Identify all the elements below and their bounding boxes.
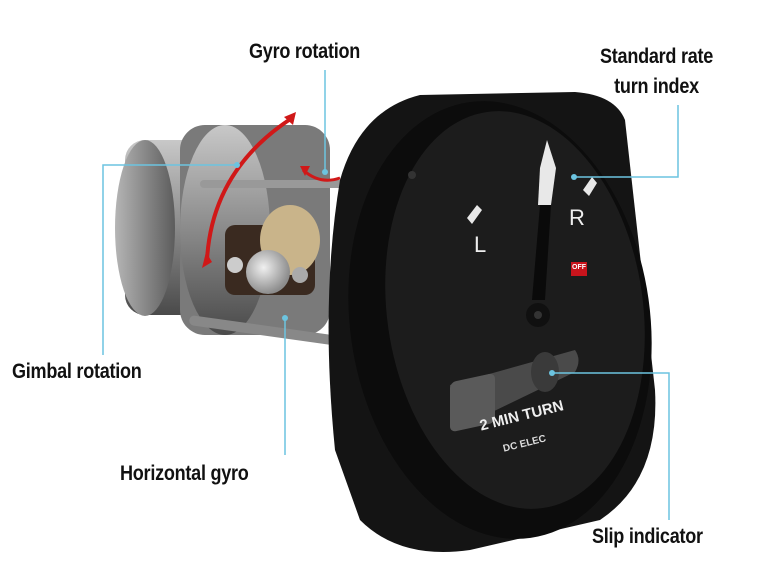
standard-rate-line2: turn index: [614, 75, 699, 98]
standard-rate-turn-index-label: Standard rate turn index: [600, 43, 713, 101]
slip-ball: [531, 352, 559, 392]
horizontal-gyro-rotor: [246, 250, 290, 294]
gimbal-rotation-label: Gimbal rotation: [12, 360, 142, 383]
gyro-rotation-arrow-icon: [300, 166, 341, 182]
turn-needle: [526, 205, 551, 327]
right-turn-mark: R: [569, 205, 585, 230]
off-flag: [571, 262, 587, 276]
slip-indicator-label: Slip indicator: [592, 525, 703, 548]
slip-indicator-tube: [450, 350, 579, 432]
gimbal-rotation-arrow-icon: [202, 112, 296, 268]
callout-dots: [234, 162, 577, 376]
leader-lines: [102, 70, 679, 520]
standard-rate-line1: Standard rate: [600, 45, 714, 68]
off-flag-text: OFF: [572, 264, 586, 271]
turn-index-marks: [467, 140, 597, 224]
gyro-rotation-label: Gyro rotation: [249, 40, 361, 63]
gyro-body: [115, 125, 358, 348]
left-turn-mark: L: [474, 232, 487, 257]
instrument-case: [328, 92, 656, 552]
horizontal-gyro-label: Horizontal gyro: [120, 462, 249, 485]
